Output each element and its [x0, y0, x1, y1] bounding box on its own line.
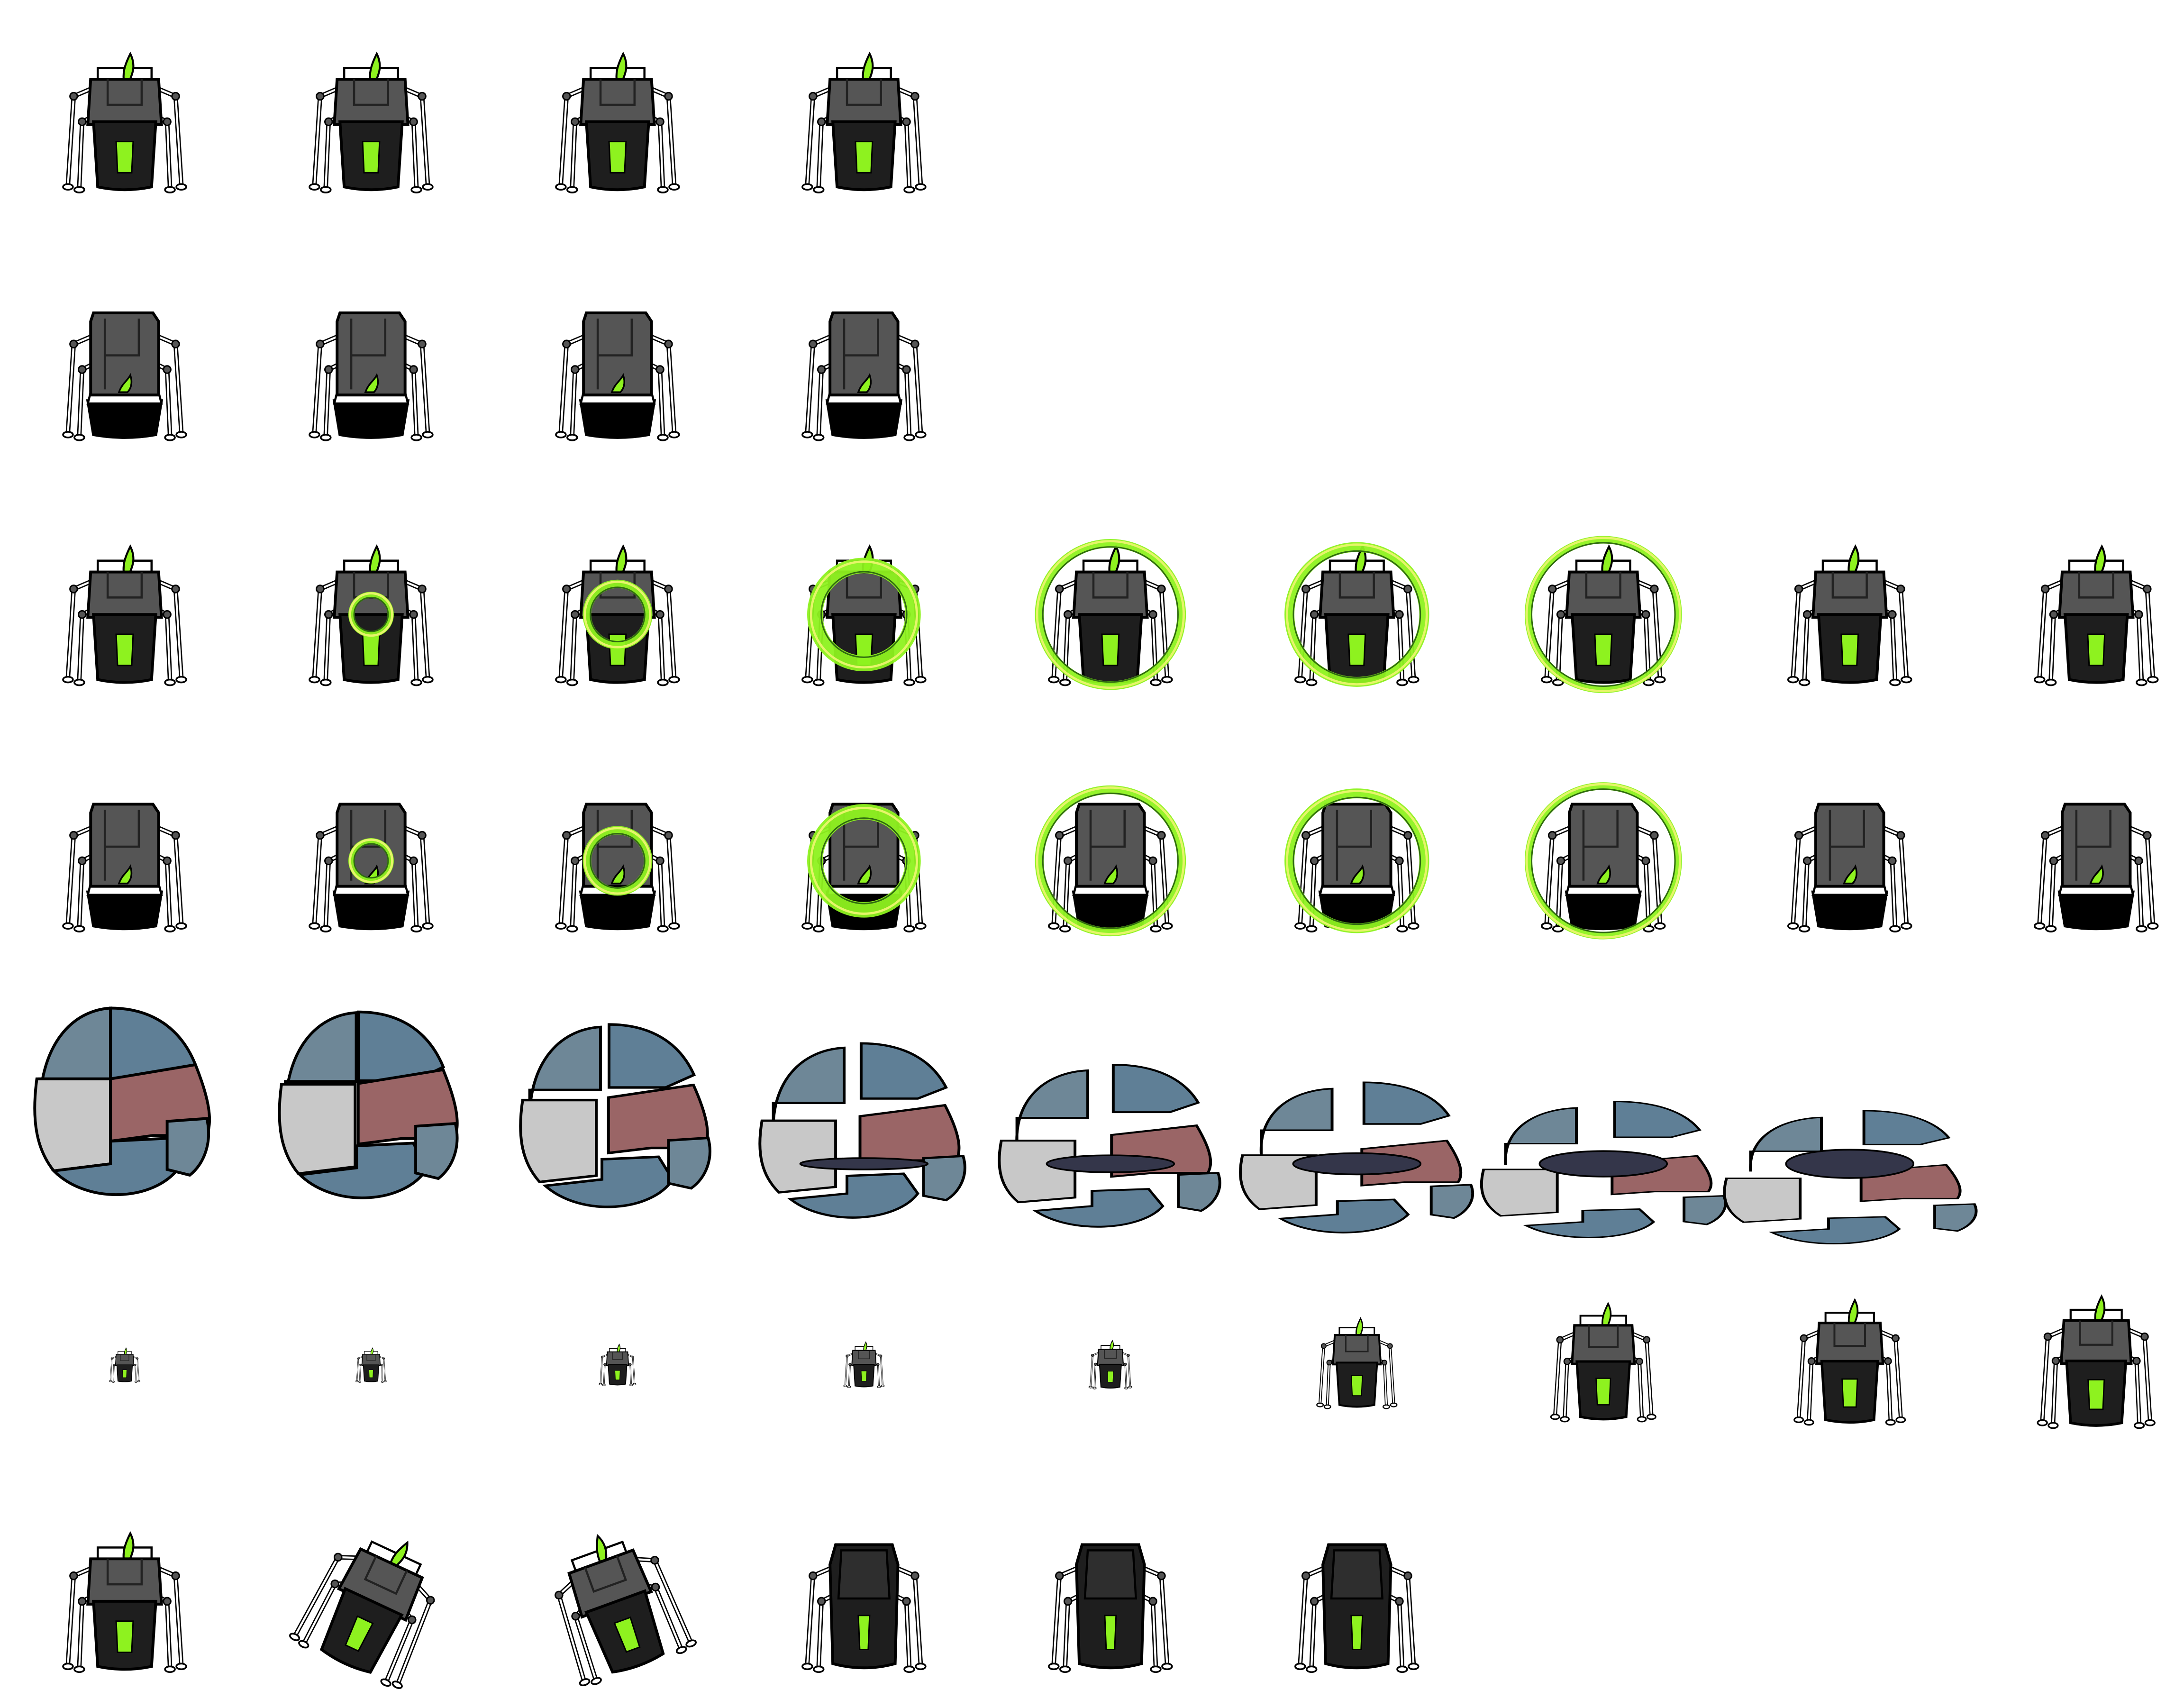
sprite-frame-idle-back-3: [555, 311, 680, 441]
sprite-frame-pulse-front-1: [62, 544, 187, 686]
sprite-frame-pulse-back-9: [2033, 803, 2159, 933]
sprite-frame-egg-shatter-7: [1480, 1101, 1727, 1238]
sprite-frame-egg-shatter-4: [758, 1042, 966, 1219]
sprite-frame-egg-shatter-5: [998, 1064, 1221, 1228]
sprite-frame-egg-shatter-2: [278, 1010, 459, 1199]
sprite-frame-pulse-front-4: [801, 544, 927, 686]
sprite-frame-egg-shatter-1: [33, 1006, 211, 1196]
sprite-frame-idle-front-1: [62, 51, 187, 193]
sprite-frame-pulse-front-5: [1035, 539, 1186, 690]
sprite-frame-pulse-front-7: [1524, 536, 1682, 693]
sprite-frame-egg-shatter-6: [1239, 1081, 1474, 1233]
sprite-frame-egg-shatter-8: [1723, 1110, 1978, 1244]
sprite-frame-idle-front-3: [555, 51, 680, 193]
sprite-frame-grow-2: [355, 1347, 387, 1383]
sprite-frame-fall-4: [801, 1543, 927, 1673]
sprite-frame-pulse-back-3: [555, 803, 680, 933]
sprite-frame-grow-9: [2037, 1294, 2156, 1429]
sprite-frame-pulse-back-2: [309, 803, 434, 933]
sprite-frame-pulse-back-8: [1787, 803, 1912, 933]
sprite-frame-egg-shatter-3: [519, 1023, 711, 1208]
sprite-frame-fall-1: [62, 1531, 187, 1673]
sprite-frame-idle-back-4: [801, 311, 927, 441]
sprite-frame-idle-front-2: [309, 51, 434, 193]
sprite-frame-pulse-front-9: [2033, 544, 2159, 686]
sprite-frame-pulse-front-2: [309, 544, 434, 686]
sprite-frame-pulse-back-5: [1035, 785, 1186, 937]
sprite-frame-grow-1: [109, 1347, 140, 1383]
sprite-frame-idle-back-2: [309, 311, 434, 441]
sprite-frame-pulse-front-6: [1284, 542, 1429, 687]
sprite-frame-pulse-back-7: [1524, 782, 1682, 940]
sprite-frame-grow-4: [843, 1341, 885, 1388]
sprite-frame-grow-5: [1088, 1340, 1132, 1389]
sprite-frame-fall-5: [1048, 1543, 1173, 1673]
sprite-frame-grow-7: [1550, 1302, 1656, 1423]
sprite-frame-idle-front-4: [801, 51, 927, 193]
sprite-frame-pulse-front-8: [1787, 544, 1912, 686]
sprite-frame-grow-3: [599, 1343, 637, 1386]
sprite-frame-pulse-back-6: [1284, 788, 1429, 933]
sprite-frame-fall-2: [289, 1540, 435, 1689]
sprite-frame-fall-6: [1294, 1543, 1420, 1673]
sprite-frame-pulse-front-3: [555, 544, 680, 686]
sprite-frame-pulse-back-1: [62, 803, 187, 933]
sprite-frame-fall-3: [555, 1534, 697, 1687]
sprite-frame-grow-6: [1316, 1317, 1398, 1409]
sprite-frame-idle-back-1: [62, 311, 187, 441]
sprite-frame-grow-8: [1793, 1298, 1906, 1426]
sprite-frame-pulse-back-4: [801, 803, 927, 933]
